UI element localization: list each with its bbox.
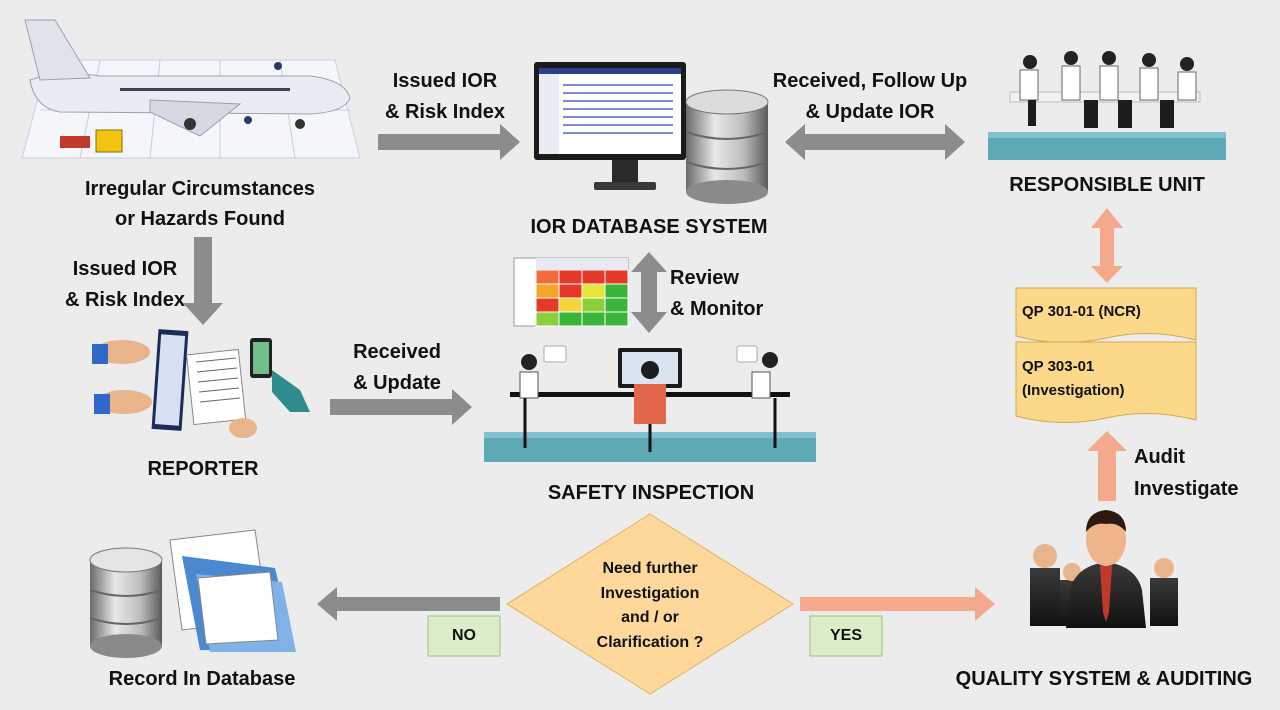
audit-line1: Audit: [1134, 446, 1186, 468]
safety-inspection-illustration: [484, 345, 816, 462]
received-line2: & Update: [353, 372, 441, 394]
record-database-illustration: [89, 529, 296, 658]
documents-stack: [1015, 287, 1197, 423]
yes-label: YES: [829, 627, 862, 644]
issued-top-line1: Issued IOR: [392, 70, 498, 92]
review-line1: Review: [670, 267, 739, 289]
no-box: [427, 615, 501, 657]
yes-box: [809, 615, 883, 657]
document-qp-301: QP 301-01 (NCR): [1022, 303, 1141, 320]
arrow-label-issued-top: Issued IOR & Risk Index: [370, 66, 520, 128]
arrow-label-follow-up: Received, Follow Up & Update IOR: [752, 66, 988, 128]
arrow-responsible-double: [1091, 208, 1123, 283]
issued-left-line1: Issued IOR: [72, 258, 178, 280]
decision-text: Need further Investigation and / or Clar…: [560, 557, 740, 655]
arrow-yes-branch: [800, 587, 995, 621]
airplane-hangar-illustration: [21, 19, 361, 159]
responsible-unit-title: RESPONSIBLE UNIT: [1009, 174, 1205, 196]
decision-line2: Investigation: [600, 584, 700, 602]
quality-system-illustration: [1030, 510, 1178, 628]
arrow-received-update: [330, 389, 472, 425]
arrow-label-review: Review & Monitor: [670, 263, 800, 325]
responsible-unit-illustration: [988, 51, 1226, 160]
document-qp-303: QP 303-01 (Investigation): [1022, 355, 1192, 403]
arrow-issued-ior-top: [378, 124, 520, 160]
reporter-illustration: [92, 329, 310, 438]
issued-top-line2: & Risk Index: [384, 101, 506, 123]
arrow-no-branch: [317, 587, 500, 621]
arrow-audit-up: [1087, 431, 1127, 501]
audit-line2: Investigate: [1134, 478, 1239, 500]
arrow-label-received: Received & Update: [332, 337, 462, 399]
risk-matrix-illustration: [513, 257, 629, 327]
irregular-line1: Irregular Circumstances: [84, 178, 316, 200]
quality-system-title: QUALITY SYSTEM & AUDITING: [955, 668, 1253, 690]
irregular-circumstances-label: Irregular Circumstances or Hazards Found: [60, 174, 340, 234]
decision-line4: Clarification ?: [596, 633, 704, 651]
arrow-follow-up-double: [785, 124, 965, 160]
record-database-title: Record In Database: [108, 668, 296, 690]
decision-diamond: [506, 513, 794, 695]
decision-line3: and / or: [621, 609, 679, 626]
arrow-label-audit: Audit Investigate: [1134, 441, 1264, 505]
doc2-line1: QP 303-01: [1022, 358, 1095, 375]
arrow-issued-ior-down: [183, 237, 223, 325]
follow-up-line2: & Update IOR: [805, 101, 935, 123]
follow-up-line1: Received, Follow Up: [772, 70, 968, 92]
irregular-line2: or Hazards Found: [114, 208, 285, 230]
arrow-label-issued-left: Issued IOR & Risk Index: [50, 254, 200, 316]
ior-database-title: IOR DATABASE SYSTEM: [530, 216, 768, 238]
issued-left-line2: & Risk Index: [64, 289, 186, 311]
arrow-review-double: [631, 252, 667, 333]
ior-database-illustration: [534, 62, 769, 204]
reporter-title: REPORTER: [147, 458, 259, 480]
decision-line1: Need further: [602, 560, 698, 577]
safety-inspection-title: SAFETY INSPECTION: [547, 482, 755, 504]
received-line1: Received: [353, 341, 441, 363]
no-label: NO: [452, 627, 476, 644]
review-line2: & Monitor: [670, 298, 764, 320]
doc2-line2: (Investigation): [1022, 382, 1125, 399]
